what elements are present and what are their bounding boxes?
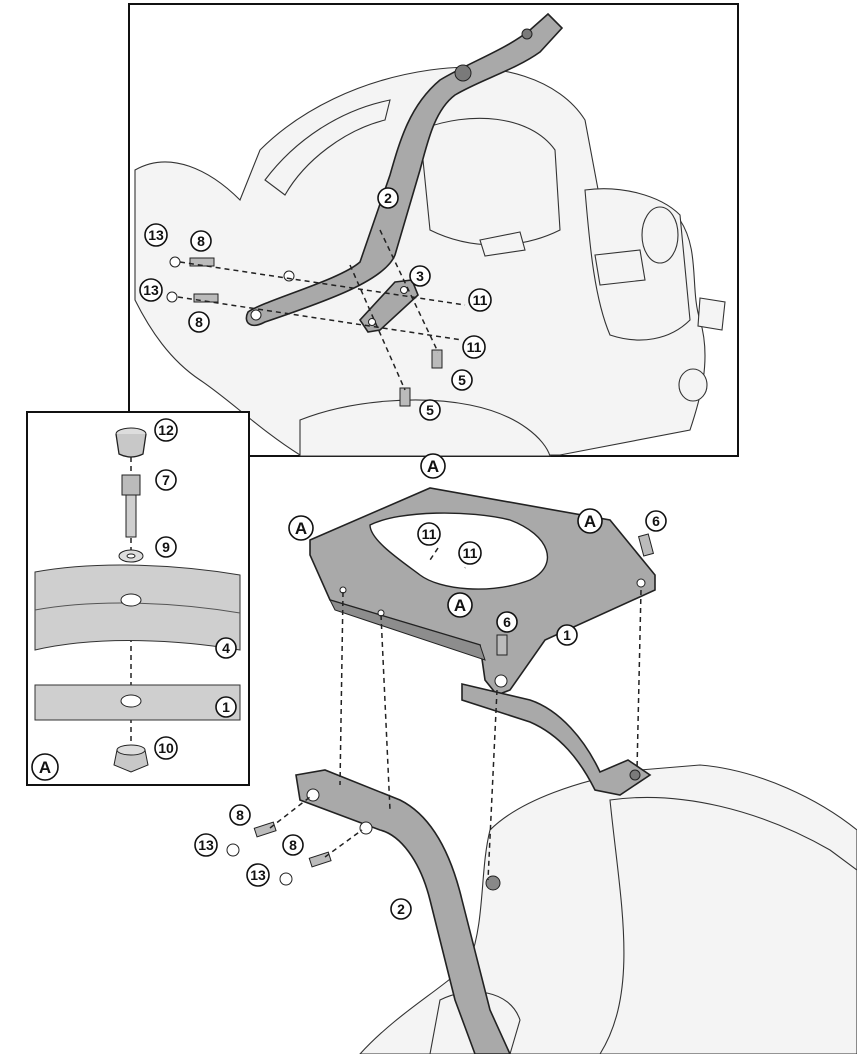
svg-text:8: 8 bbox=[236, 807, 244, 823]
assembly-lines-top bbox=[177, 229, 466, 391]
detail-panel-a: 12 7 9 4 1 10 A bbox=[26, 411, 250, 786]
callout-b-11a: 11 bbox=[417, 522, 441, 546]
svg-text:8: 8 bbox=[289, 837, 297, 853]
svg-text:13: 13 bbox=[198, 837, 214, 853]
svg-text:13: 13 bbox=[148, 227, 164, 243]
svg-text:11: 11 bbox=[473, 292, 488, 308]
callout-d-12: 12 bbox=[154, 418, 178, 442]
callout-b-8a: 8 bbox=[229, 804, 251, 826]
callout-b-11b: 11 bbox=[458, 541, 482, 565]
callout-t-8a: 8 bbox=[190, 230, 212, 252]
svg-text:11: 11 bbox=[467, 339, 482, 355]
callout-t-5b: 5 bbox=[419, 399, 441, 421]
spacer-part-12 bbox=[115, 427, 147, 458]
callout-t-13a: 13 bbox=[144, 223, 168, 247]
svg-text:5: 5 bbox=[458, 372, 466, 388]
callout-b-13a: 13 bbox=[194, 833, 218, 857]
svg-text:10: 10 bbox=[158, 740, 174, 756]
plate-part-1 bbox=[34, 684, 241, 721]
callout-d-1: 1 bbox=[215, 696, 237, 718]
bracket-arm-left bbox=[295, 769, 511, 1054]
callout-t-2: 2 bbox=[377, 187, 399, 209]
svg-text:2: 2 bbox=[384, 190, 392, 206]
callout-t-11b: 11 bbox=[462, 335, 486, 359]
plate-part-4 bbox=[34, 564, 241, 651]
svg-text:1: 1 bbox=[563, 627, 571, 643]
callout-b-A4: A bbox=[447, 592, 473, 618]
callout-d-4: 4 bbox=[215, 637, 237, 659]
screws-top bbox=[166, 256, 443, 407]
callout-b-2: 2 bbox=[390, 898, 412, 920]
svg-text:12: 12 bbox=[158, 422, 174, 438]
svg-text:11: 11 bbox=[463, 545, 478, 561]
svg-text:7: 7 bbox=[162, 472, 170, 488]
callout-b-8b: 8 bbox=[282, 834, 304, 856]
callout-b-13b: 13 bbox=[246, 863, 270, 887]
svg-text:9: 9 bbox=[162, 539, 170, 555]
callout-b-A1: A bbox=[420, 453, 446, 479]
callout-d-A: A bbox=[31, 753, 59, 781]
rack-plate bbox=[309, 487, 656, 696]
svg-text:6: 6 bbox=[503, 614, 511, 630]
callout-d-7: 7 bbox=[155, 469, 177, 491]
svg-text:13: 13 bbox=[250, 867, 266, 883]
svg-text:A: A bbox=[427, 457, 439, 476]
callout-t-11a: 11 bbox=[468, 288, 492, 312]
svg-text:8: 8 bbox=[197, 233, 205, 249]
bracket-arm-right bbox=[461, 682, 652, 796]
callout-b-1: 1 bbox=[556, 624, 578, 646]
svg-text:A: A bbox=[454, 596, 466, 615]
nut-part-10 bbox=[113, 744, 149, 773]
motorcycle-bodywork-top bbox=[134, 66, 726, 457]
screw-part-7 bbox=[121, 474, 141, 538]
svg-text:6: 6 bbox=[652, 513, 660, 529]
callout-b-A3: A bbox=[577, 508, 603, 534]
callout-b-6b: 6 bbox=[496, 611, 518, 633]
svg-text:3: 3 bbox=[416, 268, 424, 284]
svg-text:8: 8 bbox=[195, 314, 203, 330]
callout-b-A2: A bbox=[288, 515, 314, 541]
washer-part-9 bbox=[118, 549, 144, 563]
callout-t-5a: 5 bbox=[451, 369, 473, 391]
svg-text:4: 4 bbox=[222, 640, 230, 656]
callout-b-6a: 6 bbox=[645, 510, 667, 532]
callout-t-3: 3 bbox=[409, 265, 431, 287]
svg-text:5: 5 bbox=[426, 402, 434, 418]
callout-t-8b: 8 bbox=[188, 311, 210, 333]
top-panel: 2 3 5 5 8 8 11 11 13 13 bbox=[128, 3, 739, 457]
screws-part-6 bbox=[496, 533, 655, 656]
svg-text:A: A bbox=[295, 519, 307, 538]
screws-part-8-bottom bbox=[226, 821, 332, 886]
grab-rail-top bbox=[245, 12, 564, 327]
bottom-assembly: A A A A 11 11 6 6 1 2 8 8 13 13 bbox=[194, 453, 857, 1054]
svg-text:A: A bbox=[39, 758, 51, 777]
svg-text:A: A bbox=[584, 512, 596, 531]
callout-t-13b: 13 bbox=[139, 278, 163, 302]
svg-text:13: 13 bbox=[143, 282, 159, 298]
svg-text:11: 11 bbox=[422, 526, 437, 542]
svg-text:1: 1 bbox=[222, 699, 230, 715]
svg-text:2: 2 bbox=[397, 901, 405, 917]
callout-d-10: 10 bbox=[154, 736, 178, 760]
callout-d-9: 9 bbox=[155, 536, 177, 558]
